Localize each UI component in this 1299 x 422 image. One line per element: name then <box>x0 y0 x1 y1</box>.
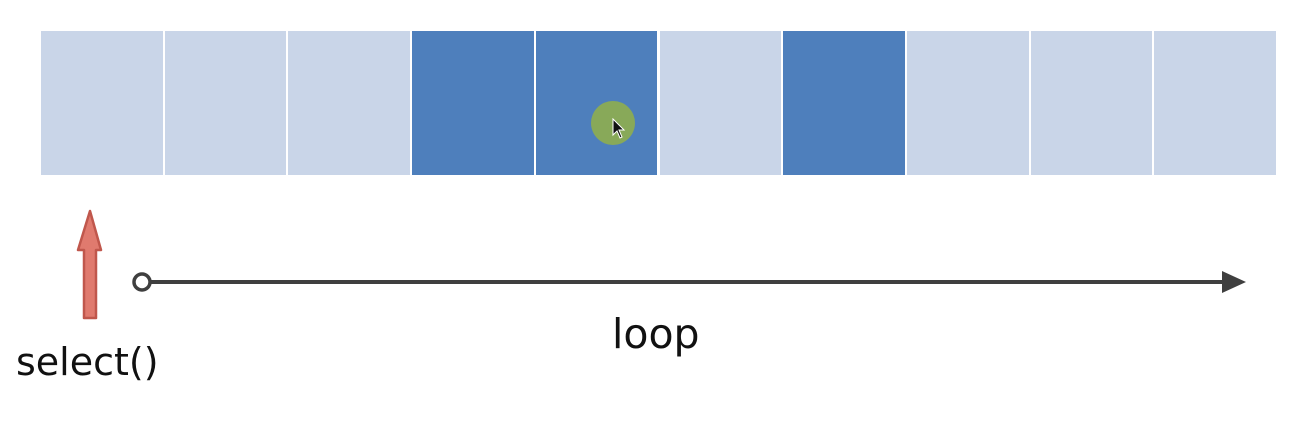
event-cell <box>1030 31 1153 175</box>
event-cell <box>659 31 782 175</box>
event-cell <box>164 31 287 175</box>
event-cell <box>288 31 411 175</box>
event-cell <box>412 31 534 175</box>
mouse-pointer-icon <box>612 118 626 139</box>
event-cell <box>535 31 658 175</box>
event-cell <box>41 31 163 175</box>
up-arrow-icon <box>76 209 103 320</box>
loop-start-circle <box>132 272 152 292</box>
event-cell-strip <box>41 31 1276 175</box>
select-call-label: select() <box>16 340 159 384</box>
right-arrow-icon <box>1222 271 1246 293</box>
loop-label: loop <box>612 310 700 358</box>
event-cell <box>906 31 1029 175</box>
event-cell <box>783 31 905 175</box>
event-cell <box>1154 31 1276 175</box>
